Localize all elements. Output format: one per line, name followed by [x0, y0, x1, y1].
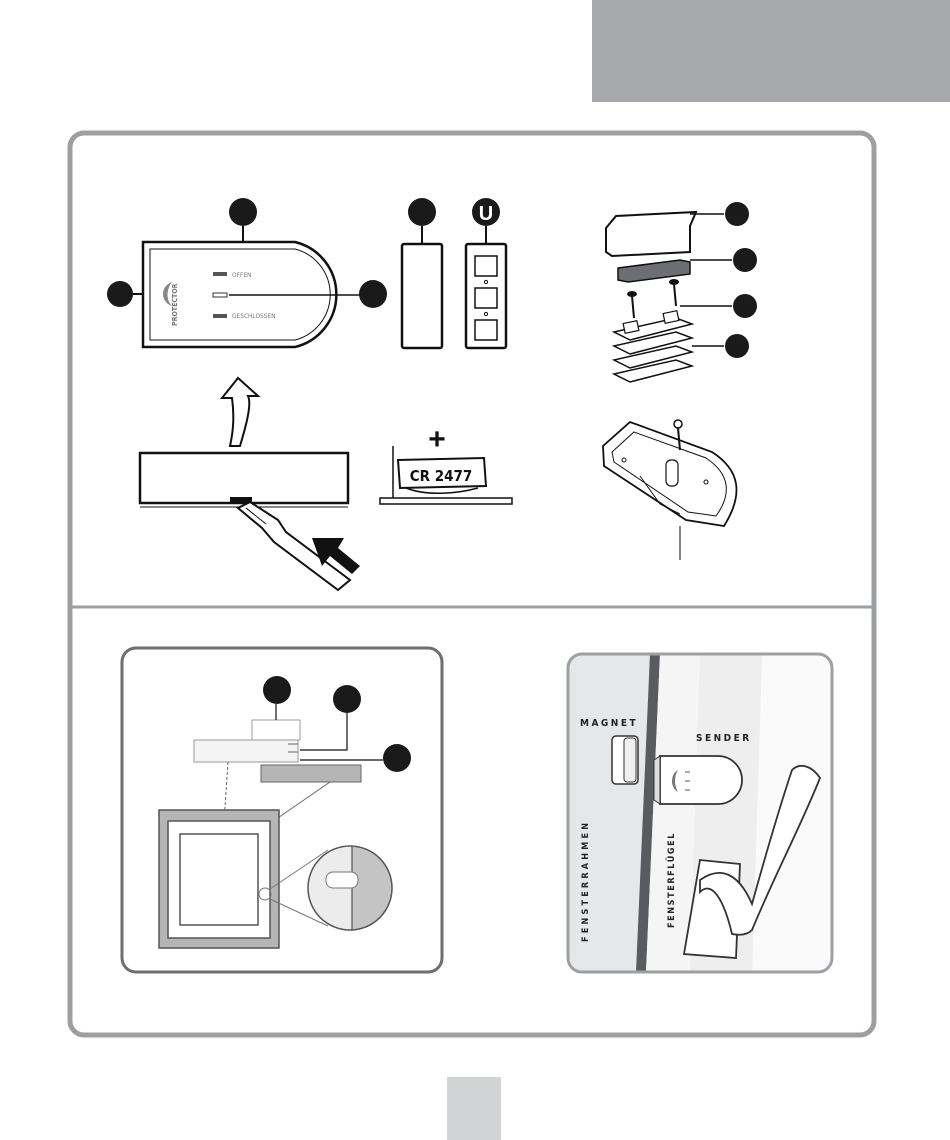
- magnet-label: MAGNET: [580, 718, 638, 729]
- logo-text: PROTECTOR: [171, 283, 179, 326]
- scene-magnet: [612, 736, 638, 784]
- callout-11: [333, 685, 361, 713]
- header-block: [592, 0, 950, 102]
- callout-2: [107, 281, 133, 307]
- installation-scene: MAGNET SENDER FENSTERRAHMEN FENSTERFLÜGE…: [568, 654, 832, 972]
- page-number-box: [447, 1077, 501, 1140]
- callout-8: [733, 294, 757, 318]
- sender-label: SENDER: [696, 733, 752, 744]
- battery-label: CR 2477: [410, 467, 473, 485]
- led-open: [213, 272, 227, 276]
- battery-plus-sign: +: [428, 423, 446, 456]
- led-closed-label: GESCHLOSSEN: [232, 312, 276, 320]
- callout-3: [359, 280, 387, 308]
- scene-sender: [654, 756, 742, 804]
- callout-7: [733, 248, 757, 272]
- callout-10: [263, 676, 291, 704]
- callout-4: [408, 198, 436, 226]
- callout-1: [229, 198, 257, 226]
- callout-badge-text: U: [479, 203, 493, 225]
- callout-9: [725, 334, 749, 358]
- callout-12: [383, 744, 411, 772]
- led-open-label: OFFEN: [232, 271, 251, 279]
- callout-6: [725, 202, 749, 226]
- led-closed: [213, 314, 227, 318]
- frame-label: FENSTERRAHMEN: [581, 820, 591, 942]
- sash-label: FENSTERFLÜGEL: [666, 832, 677, 928]
